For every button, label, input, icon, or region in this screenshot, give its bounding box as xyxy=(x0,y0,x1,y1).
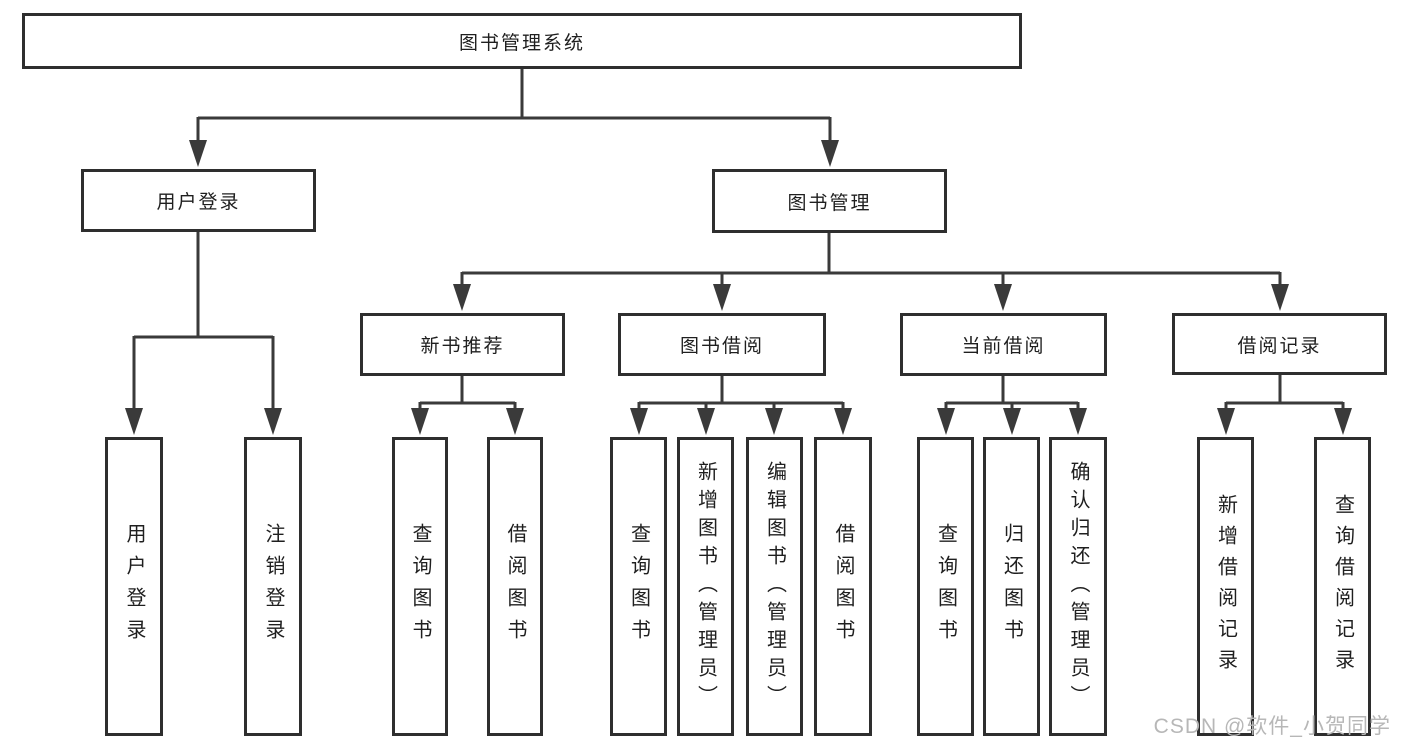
csdn-watermark: CSDN @软件_小贺同学 xyxy=(1153,715,1391,738)
leaf-borrow-books-recommend: 借阅图书 xyxy=(487,437,543,736)
leaf-query-books-recommend-label: 查询图书 xyxy=(409,522,431,651)
node-library-system: 图书管理系统 xyxy=(22,13,1022,69)
leaf-add-book-admin-label: 新增图书（管理员） xyxy=(694,460,717,713)
leaf-borrow-books-label: 借阅图书 xyxy=(832,522,854,651)
leaf-return-book: 归还图书 xyxy=(983,437,1040,736)
node-borrow-records: 借阅记录 xyxy=(1172,313,1387,375)
leaf-logout: 注销登录 xyxy=(244,437,302,736)
node-new-book-recommend-label: 新书推荐 xyxy=(420,336,505,357)
leaf-add-borrow-record-label: 新增借阅记录 xyxy=(1214,493,1237,680)
leaf-user-login-label: 用户登录 xyxy=(123,522,145,651)
leaf-query-books-borrow: 查询图书 xyxy=(610,437,667,736)
node-user-login-branch-label: 用户登录 xyxy=(156,192,241,213)
leaf-return-book-label: 归还图书 xyxy=(1000,522,1023,651)
connector-user-login-to-children xyxy=(125,232,282,435)
node-borrow-records-label: 借阅记录 xyxy=(1237,335,1322,357)
connector-borrow-records-to-children xyxy=(1217,375,1352,435)
leaf-edit-book-admin-label: 编辑图书（管理员） xyxy=(763,460,786,713)
leaf-add-borrow-record: 新增借阅记录 xyxy=(1197,437,1254,736)
connector-current-borrow-to-children xyxy=(937,376,1087,435)
node-current-borrow-label: 当前借阅 xyxy=(961,336,1046,357)
node-library-system-label: 图书管理系统 xyxy=(458,32,585,54)
node-user-login-branch: 用户登录 xyxy=(81,169,316,232)
node-book-management-label: 图书管理 xyxy=(787,192,872,214)
node-book-management: 图书管理 xyxy=(712,169,947,233)
leaf-confirm-return-admin: 确认归还（管理员） xyxy=(1049,437,1107,736)
connector-book-mgmt-to-sections xyxy=(453,233,1289,311)
leaf-query-books-current: 查询图书 xyxy=(917,437,974,736)
connector-new-book-to-children xyxy=(411,376,524,435)
node-book-borrow-label: 图书借阅 xyxy=(679,336,764,357)
leaf-add-book-admin: 新增图书（管理员） xyxy=(677,437,734,736)
leaf-query-borrow-record: 查询借阅记录 xyxy=(1314,437,1371,736)
leaf-user-login: 用户登录 xyxy=(105,437,163,736)
leaf-query-books-current-label: 查询图书 xyxy=(934,522,957,651)
leaf-confirm-return-admin-label: 确认归还（管理员） xyxy=(1067,460,1089,713)
node-new-book-recommend: 新书推荐 xyxy=(360,313,565,376)
leaf-query-books-borrow-label: 查询图书 xyxy=(627,522,650,651)
leaf-query-borrow-record-label: 查询借阅记录 xyxy=(1331,493,1354,680)
leaf-query-books-recommend: 查询图书 xyxy=(392,437,448,736)
connector-root-to-branches xyxy=(189,69,839,167)
leaf-logout-label: 注销登录 xyxy=(262,522,284,651)
leaf-borrow-books-recommend-label: 借阅图书 xyxy=(504,522,526,651)
node-current-borrow: 当前借阅 xyxy=(900,313,1107,376)
leaf-borrow-books: 借阅图书 xyxy=(814,437,872,736)
leaf-edit-book-admin: 编辑图书（管理员） xyxy=(746,437,803,736)
connector-book-borrow-to-children xyxy=(630,376,852,435)
node-book-borrow: 图书借阅 xyxy=(618,313,826,376)
